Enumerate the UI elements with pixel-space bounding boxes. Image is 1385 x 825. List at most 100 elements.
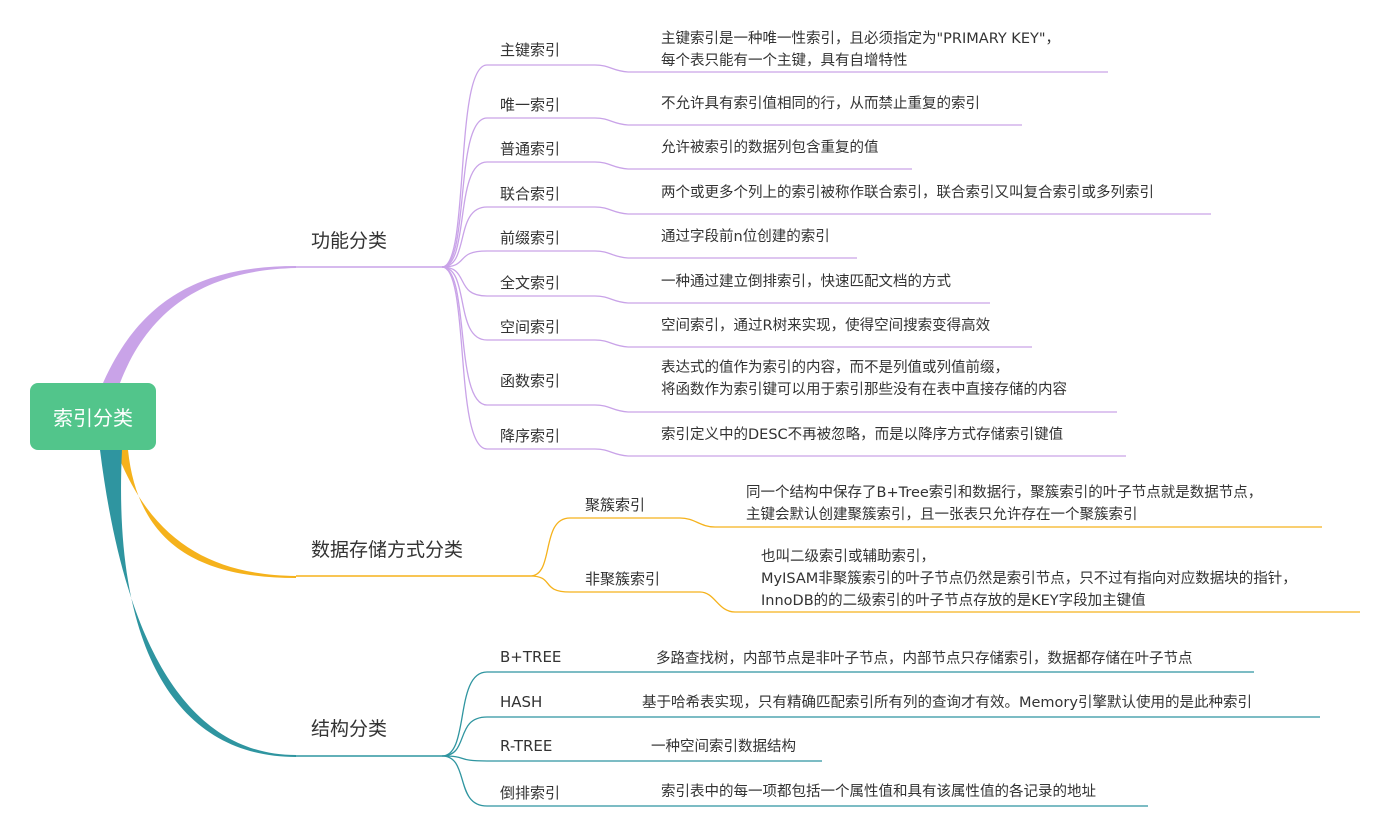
- leaf-descending-index[interactable]: 降序索引: [500, 425, 560, 446]
- connector-functional-3: [441, 206, 488, 268]
- connector-structure-2: [441, 755, 488, 762]
- leaf-prefix-index[interactable]: 前缀索引: [500, 227, 560, 248]
- leaf-label: 倒排索引: [500, 784, 561, 802]
- desc-prefix-index: 通过字段前n位创建的索引: [661, 226, 830, 248]
- desc-fulltext-index: 一种通过建立倒排索引，快速匹配文档的方式: [661, 271, 951, 293]
- leaf-label: 降序索引: [500, 427, 561, 445]
- leaf-label: 聚簇索引: [585, 496, 646, 514]
- desc-line: 通过字段前n位创建的索引: [661, 229, 830, 245]
- branch-functional[interactable]: 功能分类: [311, 226, 387, 253]
- leaf-function-index[interactable]: 函数索引: [500, 370, 560, 391]
- connector-functional-8: [441, 266, 488, 450]
- leaf-btree[interactable]: B+TREE: [500, 648, 561, 666]
- branch-storage[interactable]: 数据存储方式分类: [311, 535, 463, 562]
- branch-structure[interactable]: 结构分类: [311, 714, 387, 741]
- leaf-inverted-index[interactable]: 倒排索引: [500, 782, 560, 803]
- desc-clustered-index: 同一个结构中保存了B+Tree索引和数据行，聚簇索引的叶子节点就是数据节点， 主…: [746, 482, 1262, 526]
- leaf-underline-functional-3: [487, 206, 629, 215]
- desc-descending-index: 索引定义中的DESC不再被忽略，而是以降序方式存储索引键值: [661, 424, 1063, 446]
- leaf-label: 前缀索引: [500, 229, 561, 247]
- leaf-nonclustered-index[interactable]: 非聚簇索引: [585, 568, 660, 589]
- leaf-normal-index[interactable]: 普通索引: [500, 138, 560, 159]
- desc-hash: 基于哈希表实现，只有精确匹配索引所有列的查询才有效。Memory引擎默认使用的是…: [642, 692, 1252, 714]
- desc-line: 将函数作为索引键可以用于索引那些没有在表中直接存储的内容: [661, 382, 1067, 398]
- desc-line: 也叫二级索引或辅助索引，: [761, 549, 935, 565]
- connector-structure-3: [441, 755, 488, 807]
- branch-functional-label: 功能分类: [311, 230, 388, 252]
- root-node[interactable]: 索引分类: [30, 383, 156, 450]
- desc-function-index: 表达式的值作为索引的内容，而不是列值或列值前缀， 将函数作为索引键可以用于索引那…: [661, 357, 1067, 401]
- desc-nonclustered-index: 也叫二级索引或辅助索引， MyISAM非聚簇索引的叶子节点仍然是索引节点，只不过…: [761, 546, 1297, 612]
- leaf-label: 全文索引: [500, 274, 561, 292]
- branch-structure-label: 结构分类: [311, 718, 388, 740]
- root-label: 索引分类: [53, 406, 133, 430]
- desc-rtree: 一种空间索引数据结构: [651, 736, 796, 758]
- leaf-label: B+TREE: [500, 648, 562, 666]
- branch-storage-label: 数据存储方式分类: [311, 539, 464, 561]
- desc-normal-index: 允许被索引的数据列包含重复的值: [661, 137, 879, 159]
- desc-line: 同一个结构中保存了B+Tree索引和数据行，聚簇索引的叶子节点就是数据节点，: [746, 485, 1263, 501]
- leaf-primary-key-index[interactable]: 主键索引: [500, 39, 560, 60]
- connector-functional-1: [441, 117, 488, 268]
- main-branch-storage: [116, 450, 296, 578]
- desc-line: 一种通过建立倒排索引，快速匹配文档的方式: [661, 274, 951, 290]
- desc-line: InnoDB的的二级索引的叶子节点存放的是KEY字段加主键值: [761, 593, 1146, 609]
- desc-primary-key-index: 主键索引是一种唯一性索引，且必须指定为"PRIMARY KEY"， 每个表只能有…: [661, 28, 1060, 72]
- leaf-clustered-index[interactable]: 聚簇索引: [585, 494, 645, 515]
- leaf-underline-functional-2: [487, 161, 629, 170]
- connector-functional-0: [441, 64, 488, 268]
- leaf-spatial-index[interactable]: 空间索引: [500, 316, 560, 337]
- desc-line: 基于哈希表实现，只有精确匹配索引所有列的查询才有效。Memory引擎默认使用的是…: [642, 695, 1252, 711]
- leaf-label: 唯一索引: [500, 96, 561, 114]
- leaf-underline-functional-8: [487, 448, 629, 457]
- desc-line: 一种空间索引数据结构: [651, 739, 796, 755]
- leaf-label: R-TREE: [500, 737, 553, 755]
- desc-composite-index: 两个或更多个列上的索引被称作联合索引，联合索引又叫复合索引或多列索引: [661, 182, 1154, 204]
- desc-line: 空间索引，通过R树来实现，使得空间搜索变得高效: [661, 318, 991, 334]
- desc-line: 多路查找树，内部节点是非叶子节点，内部节点只存储索引，数据都存储在叶子节点: [656, 651, 1193, 667]
- desc-line: MyISAM非聚簇索引的叶子节点仍然是索引节点，只不过有指向对应数据块的指针，: [761, 571, 1297, 587]
- leaf-fulltext-index[interactable]: 全文索引: [500, 272, 560, 293]
- leaf-underline-functional-0: [487, 64, 629, 73]
- desc-spatial-index: 空间索引，通过R树来实现，使得空间搜索变得高效: [661, 315, 990, 337]
- connector-structure-1: [441, 716, 488, 757]
- connector-structure-0: [441, 671, 488, 757]
- desc-line: 两个或更多个列上的索引被称作联合索引，联合索引又叫复合索引或多列索引: [661, 185, 1154, 201]
- leaf-label: 非聚簇索引: [585, 570, 661, 588]
- connector-functional-7: [441, 266, 488, 406]
- leaf-underline-functional-7: [487, 404, 629, 413]
- desc-line: 允许被索引的数据列包含重复的值: [661, 140, 879, 156]
- connector-functional-6: [441, 266, 488, 341]
- leaf-rtree[interactable]: R-TREE: [500, 737, 552, 755]
- leaf-label: 普通索引: [500, 140, 561, 158]
- desc-inverted-index: 索引表中的每一项都包括一个属性值和具有该属性值的各记录的地址: [661, 781, 1096, 803]
- leaf-hash[interactable]: HASH: [500, 693, 542, 711]
- leaf-underline-functional-1: [487, 117, 629, 126]
- desc-btree: 多路查找树，内部节点是非叶子节点，内部节点只存储索引，数据都存储在叶子节点: [656, 648, 1193, 670]
- desc-line: 主键会默认创建聚簇索引，且一张表只允许存在一个聚簇索引: [746, 507, 1138, 523]
- main-branch-structure: [100, 450, 296, 757]
- desc-line: 主键索引是一种唯一性索引，且必须指定为"PRIMARY KEY"，: [661, 31, 1061, 47]
- leaf-label: 函数索引: [500, 372, 561, 390]
- desc-unique-index: 不允许具有索引值相同的行，从而禁止重复的索引: [661, 93, 980, 115]
- leaf-underline-functional-6: [487, 339, 629, 348]
- main-branch-functional: [103, 266, 296, 383]
- connector-functional-5: [441, 266, 488, 297]
- leaf-composite-index[interactable]: 联合索引: [500, 183, 560, 204]
- desc-line: 不允许具有索引值相同的行，从而禁止重复的索引: [661, 96, 980, 112]
- desc-line: 索引定义中的DESC不再被忽略，而是以降序方式存储索引键值: [661, 427, 1064, 443]
- desc-line: 每个表只能有一个主键，具有自增特性: [661, 53, 908, 69]
- connector-storage-1: [529, 575, 1360, 613]
- connector-functional-2: [441, 161, 488, 268]
- desc-line: 索引表中的每一项都包括一个属性值和具有该属性值的各记录的地址: [661, 784, 1096, 800]
- leaf-underline-functional-5: [487, 295, 629, 304]
- leaf-unique-index[interactable]: 唯一索引: [500, 94, 560, 115]
- connector-functional-4: [441, 250, 488, 268]
- leaf-label: 空间索引: [500, 318, 561, 336]
- connector-storage-0: [529, 517, 1322, 577]
- leaf-label: 主键索引: [500, 41, 561, 59]
- leaf-label: 联合索引: [500, 185, 561, 203]
- desc-line: 表达式的值作为索引的内容，而不是列值或列值前缀，: [661, 360, 1009, 376]
